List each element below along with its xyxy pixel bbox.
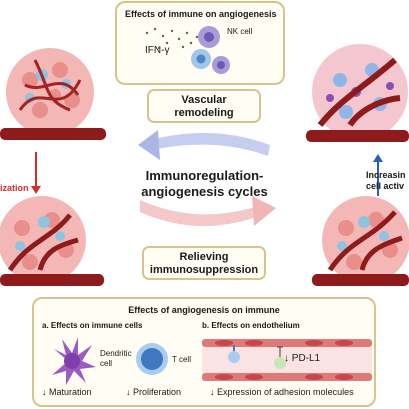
right-side-label-line1: Increasin (366, 170, 406, 180)
tumor-top-left (0, 48, 106, 140)
maturation-label: ↓ Maturation (42, 387, 92, 397)
nk-cell-illustration (145, 26, 230, 74)
tumor-bottom-left (0, 196, 104, 286)
angiogenesis-on-immune-panel: Effects of angiogenesis on immune a. Eff… (32, 297, 376, 407)
tumor-top-right (306, 44, 409, 142)
cycle-arrow-top-head (138, 130, 160, 160)
nk-cell-label: NK cell (227, 27, 253, 36)
bottom-illustrations (52, 337, 372, 385)
immune-on-angiogenesis-panel: Effects of immune on angiogenesis IFN-γ … (115, 1, 285, 85)
relieving-immunosuppression-box: Relieving immunosuppression (142, 246, 266, 280)
section-b-title: b. Effects on endothelium (202, 321, 300, 330)
adhesion-label: ↓ Expression of adhesion molecules (210, 387, 354, 397)
relieving-line1: Relieving (179, 251, 229, 263)
dendritic-cell-icon (52, 337, 96, 385)
relieving-line2: immunosuppression (149, 264, 259, 276)
cycle-title-line2: angiogenesis cycles (141, 184, 268, 199)
section-a-title: a. Effects on immune cells (42, 321, 143, 330)
dendritic-cell-label-1: Dendritic (100, 349, 132, 358)
left-down-arrow-head (31, 186, 41, 194)
cycle-arrow-bottom-head (252, 196, 276, 226)
dendritic-cell-label-2: cell (100, 359, 113, 368)
vascular-remodeling-line2: remodeling (174, 107, 234, 119)
vascular-remodeling-box: Vascular remodeling (147, 89, 261, 123)
pd-l1-label: ↓ PD-L1 (284, 353, 321, 364)
right-up-arrow-head (373, 154, 383, 162)
cycle-title-line1: Immunoregulation- (145, 168, 264, 183)
left-side-label: ization (0, 183, 29, 193)
t-cell-label: T cell (172, 355, 191, 364)
vascular-remodeling-line1: Vascular (181, 94, 227, 106)
cycle-arrow-top (150, 133, 270, 156)
ifn-gamma-label: IFN-γ (145, 45, 170, 56)
right-side-label-line2: cell activ (366, 181, 405, 191)
t-cell-icon (136, 343, 168, 375)
tumor-bottom-right (312, 196, 409, 286)
cycle-arrow-bottom (140, 200, 260, 227)
proliferation-label: ↓ Proliferation (126, 387, 182, 397)
immune-on-angiogenesis-title: Effects of immune on angiogenesis (125, 9, 277, 19)
endothelium-vessel (202, 339, 372, 381)
angiogenesis-on-immune-title: Effects of angiogenesis on immune (128, 305, 280, 315)
